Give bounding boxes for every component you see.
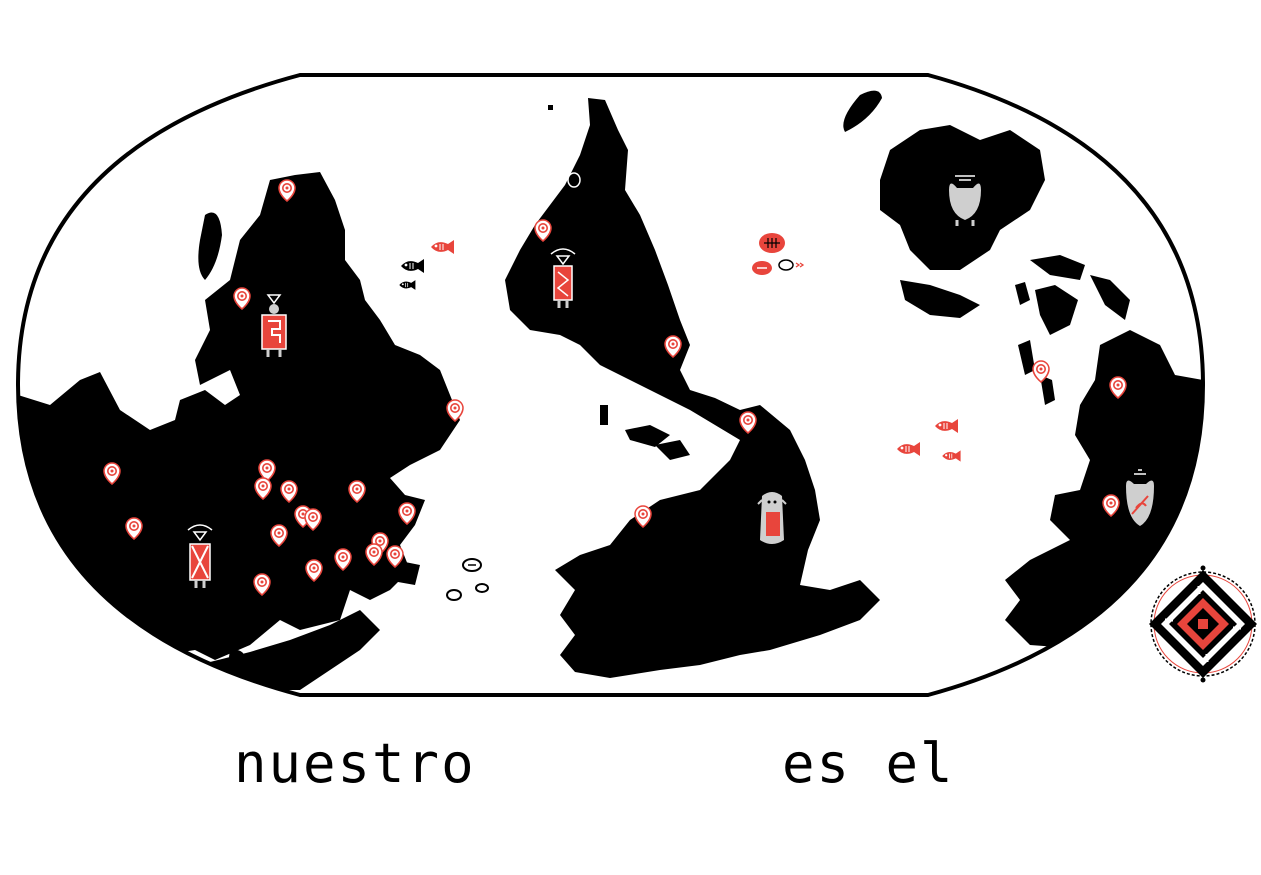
landmass-west xyxy=(18,172,460,660)
landmass-central-north xyxy=(505,98,880,678)
figure-icon xyxy=(187,524,213,588)
caption-word-1: nuestro xyxy=(234,732,476,795)
turtle-icon xyxy=(759,233,785,253)
figure-icon xyxy=(550,248,576,308)
figure-icon xyxy=(1126,469,1154,526)
fish-icon xyxy=(430,239,455,255)
fish-icon xyxy=(896,441,921,457)
fish-icon xyxy=(400,258,425,274)
shell-icon xyxy=(475,583,489,593)
fish-icon xyxy=(398,279,416,291)
caption-word-2: es el xyxy=(782,732,955,795)
sea-creatures xyxy=(398,172,961,601)
fish-icon xyxy=(941,449,961,463)
shell-icon xyxy=(446,589,462,601)
figure-icon xyxy=(949,175,981,226)
shell-icon xyxy=(778,259,805,271)
figure-icon xyxy=(261,294,287,357)
shell-icon xyxy=(567,172,581,188)
compass-rose-icon xyxy=(1149,565,1257,683)
fish-icon xyxy=(934,418,959,434)
turtle-icon xyxy=(752,261,772,275)
figure-icon xyxy=(757,492,787,544)
shell-icon xyxy=(462,558,482,572)
map-frame xyxy=(15,73,1206,697)
